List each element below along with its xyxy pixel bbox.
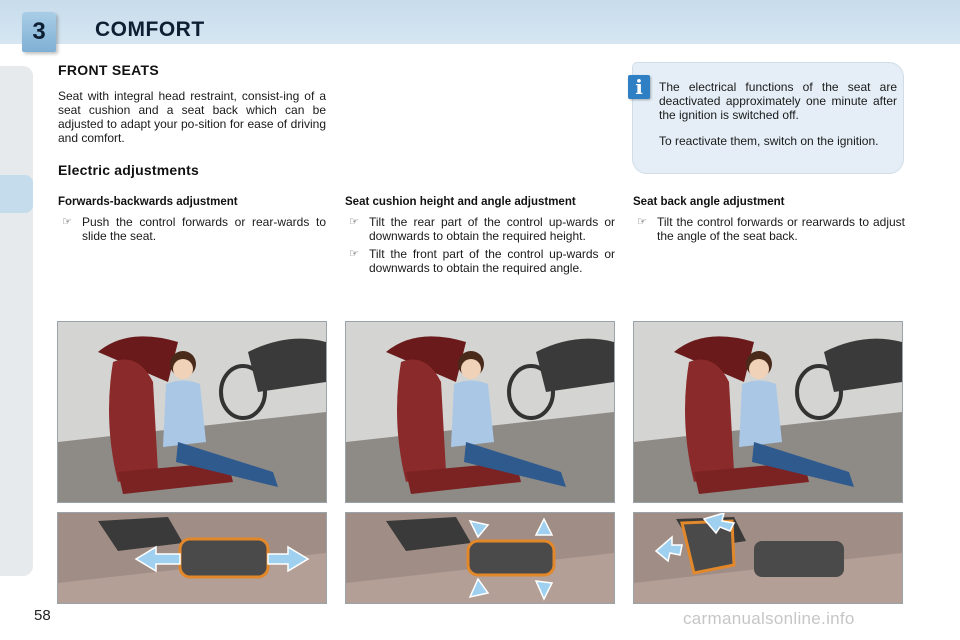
chapter-title: COMFORT [95, 18, 205, 41]
column-seat-back-angle: Seat back angle adjustment ☞ Tilt the co… [633, 196, 905, 247]
instruction-bullet: ☞ Push the control forwards or rear-ward… [58, 215, 326, 243]
watermark: carmanualsonline.info [683, 609, 855, 628]
electric-adjustments-heading: Electric adjustments [58, 162, 199, 178]
bullet-text: Tilt the control forwards or rearwards t… [657, 215, 905, 243]
column-title: Seat back angle adjustment [633, 196, 785, 208]
header-bar [0, 0, 960, 44]
instruction-bullet: ☞ Tilt the rear part of the control up-w… [345, 215, 615, 243]
instruction-bullet: ☞ Tilt the front part of the control up-… [345, 247, 615, 275]
column-cushion-height-angle: Seat cushion height and angle adjustment… [345, 196, 615, 279]
info-text-1: The electrical functions of the seat are… [659, 80, 897, 122]
control-detail-cushion-height-angle [345, 512, 615, 604]
info-text-2: To reactivate them, switch on the igniti… [659, 134, 879, 148]
chapter-tab: 3 [22, 12, 56, 52]
seat-photo-cushion-height-angle [345, 321, 615, 503]
bullet-text: Tilt the rear part of the control up-war… [369, 215, 615, 243]
control-detail-forwards-backwards [57, 512, 327, 604]
pointing-hand-icon: ☞ [349, 248, 359, 260]
seat-photo-seat-back-angle [633, 321, 903, 503]
bullet-text: Push the control forwards or rear-wards … [82, 215, 326, 243]
pointing-hand-icon: ☞ [349, 216, 359, 228]
bullet-text: Tilt the front part of the control up-wa… [369, 247, 615, 275]
side-strip [0, 66, 33, 576]
column-forwards-backwards: Forwards-backwards adjustment ☞ Push the… [58, 196, 326, 247]
front-seats-heading: FRONT SEATS [58, 62, 160, 78]
chapter-number: 3 [32, 18, 46, 45]
side-chapter-marker [0, 175, 33, 213]
control-detail-seat-back-angle [633, 512, 903, 604]
info-box: i The electrical functions of the seat a… [628, 63, 903, 173]
pointing-hand-icon: ☞ [637, 216, 647, 228]
info-icon: i [628, 75, 650, 99]
column-title: Seat cushion height and angle adjustment [345, 196, 576, 208]
instruction-bullet: ☞ Tilt the control forwards or rearwards… [633, 215, 905, 243]
page-number: 58 [34, 607, 51, 624]
pointing-hand-icon: ☞ [62, 216, 72, 228]
seat-photo-forwards-backwards [57, 321, 327, 503]
column-title: Forwards-backwards adjustment [58, 196, 238, 208]
front-seats-intro: Seat with integral head restraint, consi… [58, 89, 326, 145]
